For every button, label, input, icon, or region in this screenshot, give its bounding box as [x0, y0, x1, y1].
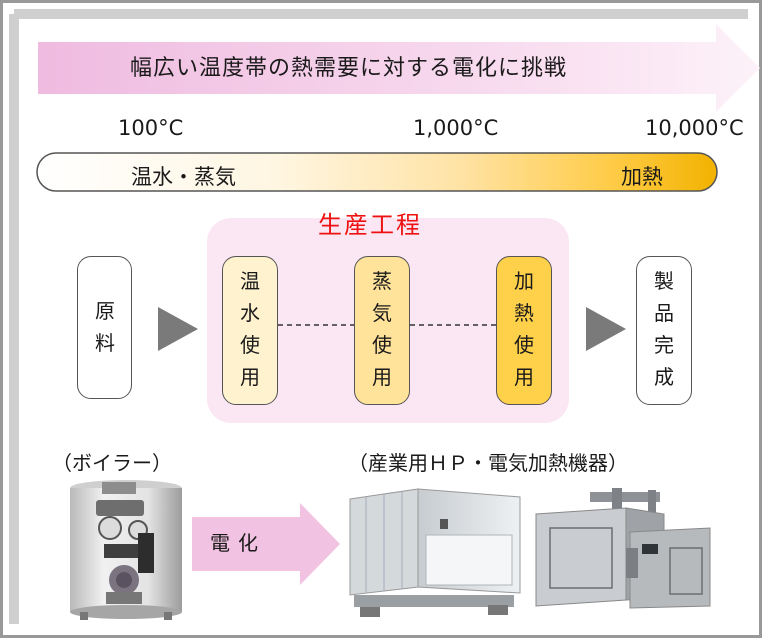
tick-10000c: 10,000°C — [645, 116, 744, 140]
tick-1000c: 1,000°C — [413, 116, 499, 140]
step-steam-label: 蒸気使用 — [372, 269, 392, 389]
step-hot-water-label: 温水使用 — [240, 269, 260, 389]
step-connectors — [278, 324, 496, 326]
raw-material-label: 原料 — [95, 299, 115, 355]
flow-arrow-out — [586, 307, 626, 351]
heat-pump-image — [349, 488, 521, 617]
main-title: 幅広い温度帯の熱需要に対する電化に挑戦 — [130, 56, 568, 81]
heatpump-label: （産業用ＨＰ・電気加熱機器） — [348, 451, 628, 475]
step-heating: 加熱使用 — [496, 256, 552, 405]
temp-high-label: 加熱 — [621, 165, 663, 189]
process-title: 生産工程 — [318, 211, 422, 239]
raw-material-box: 原料 — [77, 256, 132, 399]
temp-low-label: 温水・蒸気 — [131, 165, 236, 189]
step-heating-label: 加熱使用 — [514, 269, 534, 389]
electrification-label: 電化 — [210, 531, 266, 555]
tick-100c: 100°C — [118, 116, 184, 140]
flow-arrow-in — [158, 307, 198, 351]
boiler-image — [70, 480, 182, 620]
step-hot-water: 温水使用 — [222, 256, 278, 405]
product-box: 製品完成 — [636, 256, 692, 405]
temperature-bar — [36, 152, 718, 192]
boiler-label: （ボイラー） — [52, 451, 172, 475]
electrification-arrow — [192, 503, 340, 585]
product-label: 製品完成 — [654, 269, 674, 389]
electric-heater-image — [535, 488, 711, 609]
heat-demand-arrow — [38, 24, 760, 112]
step-steam: 蒸気使用 — [354, 256, 410, 405]
